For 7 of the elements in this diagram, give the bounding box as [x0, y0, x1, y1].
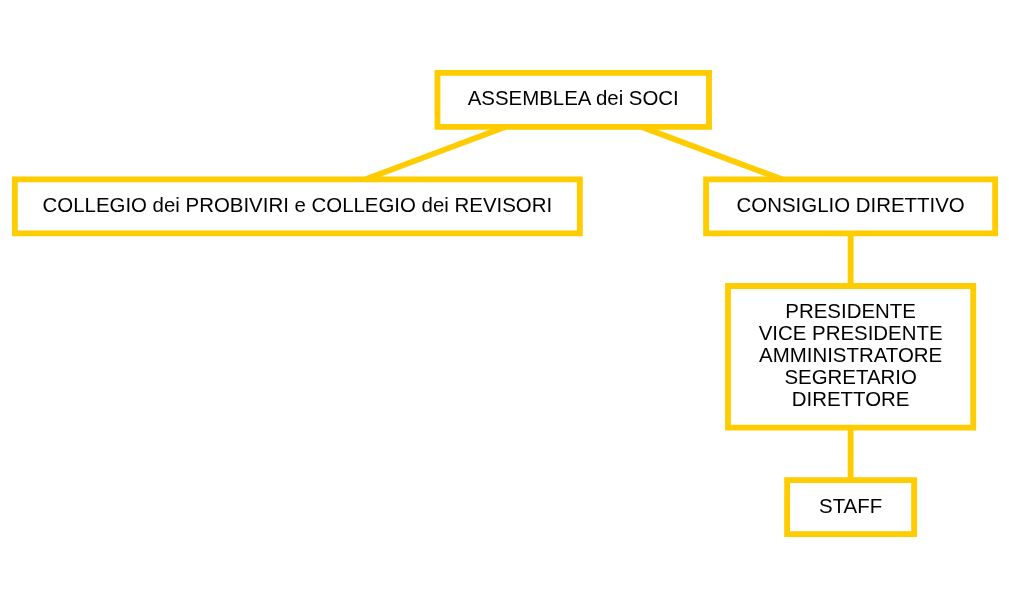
node-box: STAFF: [783, 476, 917, 537]
node-box: ASSEMBLEA dei SOCI: [434, 69, 712, 130]
node-box: PRESIDENTE VICE PRESIDENTE AMMINISTRATORE SEGRETARIO DIRETTORE: [724, 282, 976, 430]
connector: [847, 427, 854, 480]
connector: [847, 233, 854, 286]
node-box: COLLEGIO dei PROBIVIRI e COLLEGIO dei REVISORI: [11, 176, 583, 236]
node-box: CONSIGLIO DIRETTIVO: [702, 176, 998, 236]
